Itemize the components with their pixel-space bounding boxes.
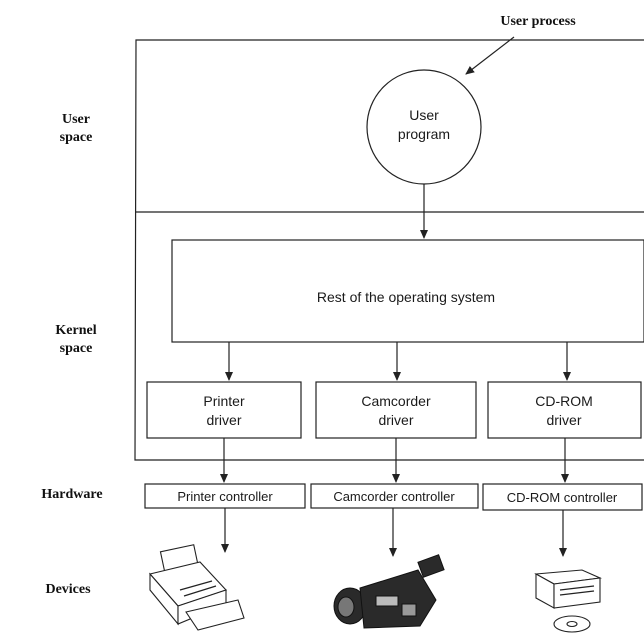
devices-label: Devices [45,582,91,597]
camcorder-icon [333,554,445,629]
cdrom-driver-label-line2: driver [546,412,581,428]
user-process-label: User process [500,14,576,29]
user-program-label-line1: User [409,107,439,123]
printer-driver-label-line1: Printer [203,393,245,409]
user-process-arrow [465,36,515,75]
rest-of-os-box [171,239,644,343]
camcorder-driver-label-line2: driver [378,412,413,428]
user-program-label-line2: program [398,126,450,142]
camcorder-driver-box [315,381,477,439]
camcorder-controller-box [310,483,479,509]
cdrom-drive-icon [534,569,603,633]
hardware-label: Hardware [41,487,102,502]
camcorder-controller-label: Camcorder controller [333,489,455,504]
rest-of-os-label: Rest of the operating system [317,289,495,305]
cdrom-driver-label-line1: CD-ROM [535,393,593,409]
printer-driver-label-line2: driver [206,412,241,428]
cdrom-controller-label: CD-ROM controller [507,490,618,505]
space-frame [134,39,644,461]
printer-controller-label: Printer controller [177,489,273,504]
user-space-label-line1: User [62,112,90,127]
printer-driver-box [146,381,302,439]
user-space-label-line2: space [60,130,93,145]
kernel-space-label-line2: space [60,341,93,356]
printer-icon [148,544,245,631]
cdrom-driver-box [487,381,642,439]
kernel-space-label-line1: Kernel [55,323,96,338]
camcorder-driver-label-line1: Camcorder [361,393,431,409]
